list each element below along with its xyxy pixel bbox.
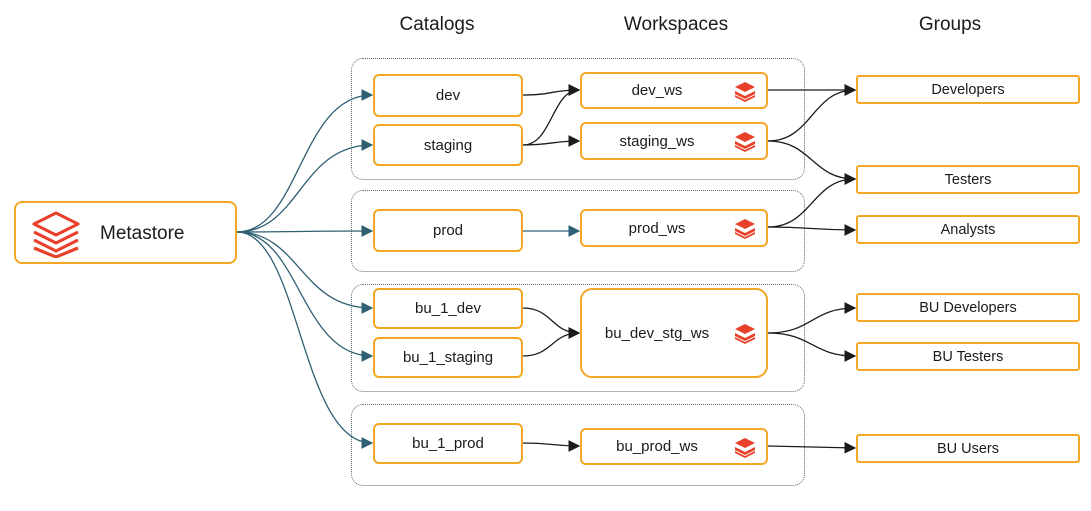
databricks-icon [735, 437, 755, 458]
databricks-icon [735, 132, 755, 152]
edge-metastore-prod [236, 225, 374, 237]
group-bu-users[interactable]: BU Users [856, 434, 1080, 463]
groups-header: Groups [918, 14, 982, 35]
edge-staging-stagingws [522, 135, 581, 147]
group-bu-testers-label: BU Testers [932, 348, 1004, 365]
workspace-prod-ws-label: prod_ws [628, 219, 686, 237]
edge-stagingws-testers [767, 140, 857, 185]
edge-bu1staging-budevstgws [522, 327, 581, 357]
group-analysts-label: Analysts [940, 221, 996, 238]
catalog-dev-label: dev [435, 87, 461, 104]
edge-prodws-testers [767, 173, 857, 228]
edge-bu1prod-buprodws [522, 440, 581, 452]
group-analysts[interactable]: Analysts [856, 215, 1080, 244]
group-testers[interactable]: Testers [856, 165, 1080, 194]
workspace-bu-dev-stg-ws[interactable]: bu_dev_stg_ws [580, 288, 768, 378]
databricks-icon [735, 219, 755, 239]
catalog-bu-1-dev[interactable]: bu_1_dev [373, 288, 523, 329]
workspace-bu-prod-ws-label: bu_prod_ws [616, 438, 698, 455]
catalog-staging[interactable]: staging [373, 124, 523, 166]
bu-prod-group-box [351, 404, 805, 486]
catalog-dev[interactable]: dev [373, 74, 523, 117]
workspace-bu-prod-ws[interactable]: bu_prod_ws [580, 428, 768, 465]
group-developers-label: Developers [931, 81, 1005, 98]
group-developers[interactable]: Developers [856, 75, 1080, 104]
group-testers-label: Testers [944, 171, 992, 188]
workspace-dev-ws[interactable]: dev_ws [580, 72, 768, 109]
edge-staging-devws [522, 84, 581, 146]
edge-metastore-bu1prod [236, 231, 374, 449]
edge-metastore-bu1staging [236, 231, 374, 362]
group-bu-developers-label: BU Developers [919, 299, 1017, 316]
group-bu-developers[interactable]: BU Developers [856, 293, 1080, 322]
catalog-prod[interactable]: prod [373, 209, 523, 252]
catalog-bu-1-prod[interactable]: bu_1_prod [373, 423, 523, 464]
metastore-label: Metastore [100, 223, 185, 244]
workspace-prod-ws[interactable]: prod_ws [580, 209, 768, 247]
group-bu-testers[interactable]: BU Testers [856, 342, 1080, 371]
dev-staging-group-box [351, 58, 805, 180]
edge-budevstgws-butesters [767, 332, 857, 362]
workspace-bu-dev-stg-ws-label: bu_dev_stg_ws [604, 324, 710, 342]
catalog-bu-1-dev-label: bu_1_dev [415, 300, 481, 317]
databricks-icon [735, 81, 755, 102]
databricks-icon [735, 324, 755, 344]
workspace-staging-ws-label: staging_ws [619, 132, 695, 150]
metastore-node[interactable]: Metastore [14, 201, 237, 264]
edge-buprodws-buusers [767, 441, 857, 454]
edge-budevstgws-budevelopers [767, 302, 857, 334]
databricks-stack-icon [32, 211, 80, 258]
catalog-bu-1-prod-label: bu_1_prod [412, 435, 484, 452]
workspace-dev-ws-label: dev_ws [631, 82, 683, 99]
catalogs-header: Catalogs [399, 14, 475, 35]
edge-prodws-analysts [767, 224, 857, 236]
edge-bu1dev-budevstgws [522, 307, 581, 339]
catalog-staging-label: staging [423, 136, 473, 154]
edge-stagingws-developers [767, 84, 857, 142]
catalog-prod-label: prod [432, 222, 464, 239]
edge-metastore-bu1dev [236, 231, 374, 314]
catalog-bu-1-staging-label: bu_1_staging [402, 349, 494, 366]
workspace-staging-ws[interactable]: staging_ws [580, 122, 768, 160]
workspaces-header: Workspaces [623, 14, 729, 35]
edge-metastore-dev [236, 89, 374, 233]
edge-metastore-staging [236, 139, 374, 233]
catalog-bu-1-staging[interactable]: bu_1_staging [373, 337, 523, 378]
bu-dev-staging-group-box [351, 284, 805, 392]
group-bu-users-label: BU Users [936, 440, 1000, 457]
